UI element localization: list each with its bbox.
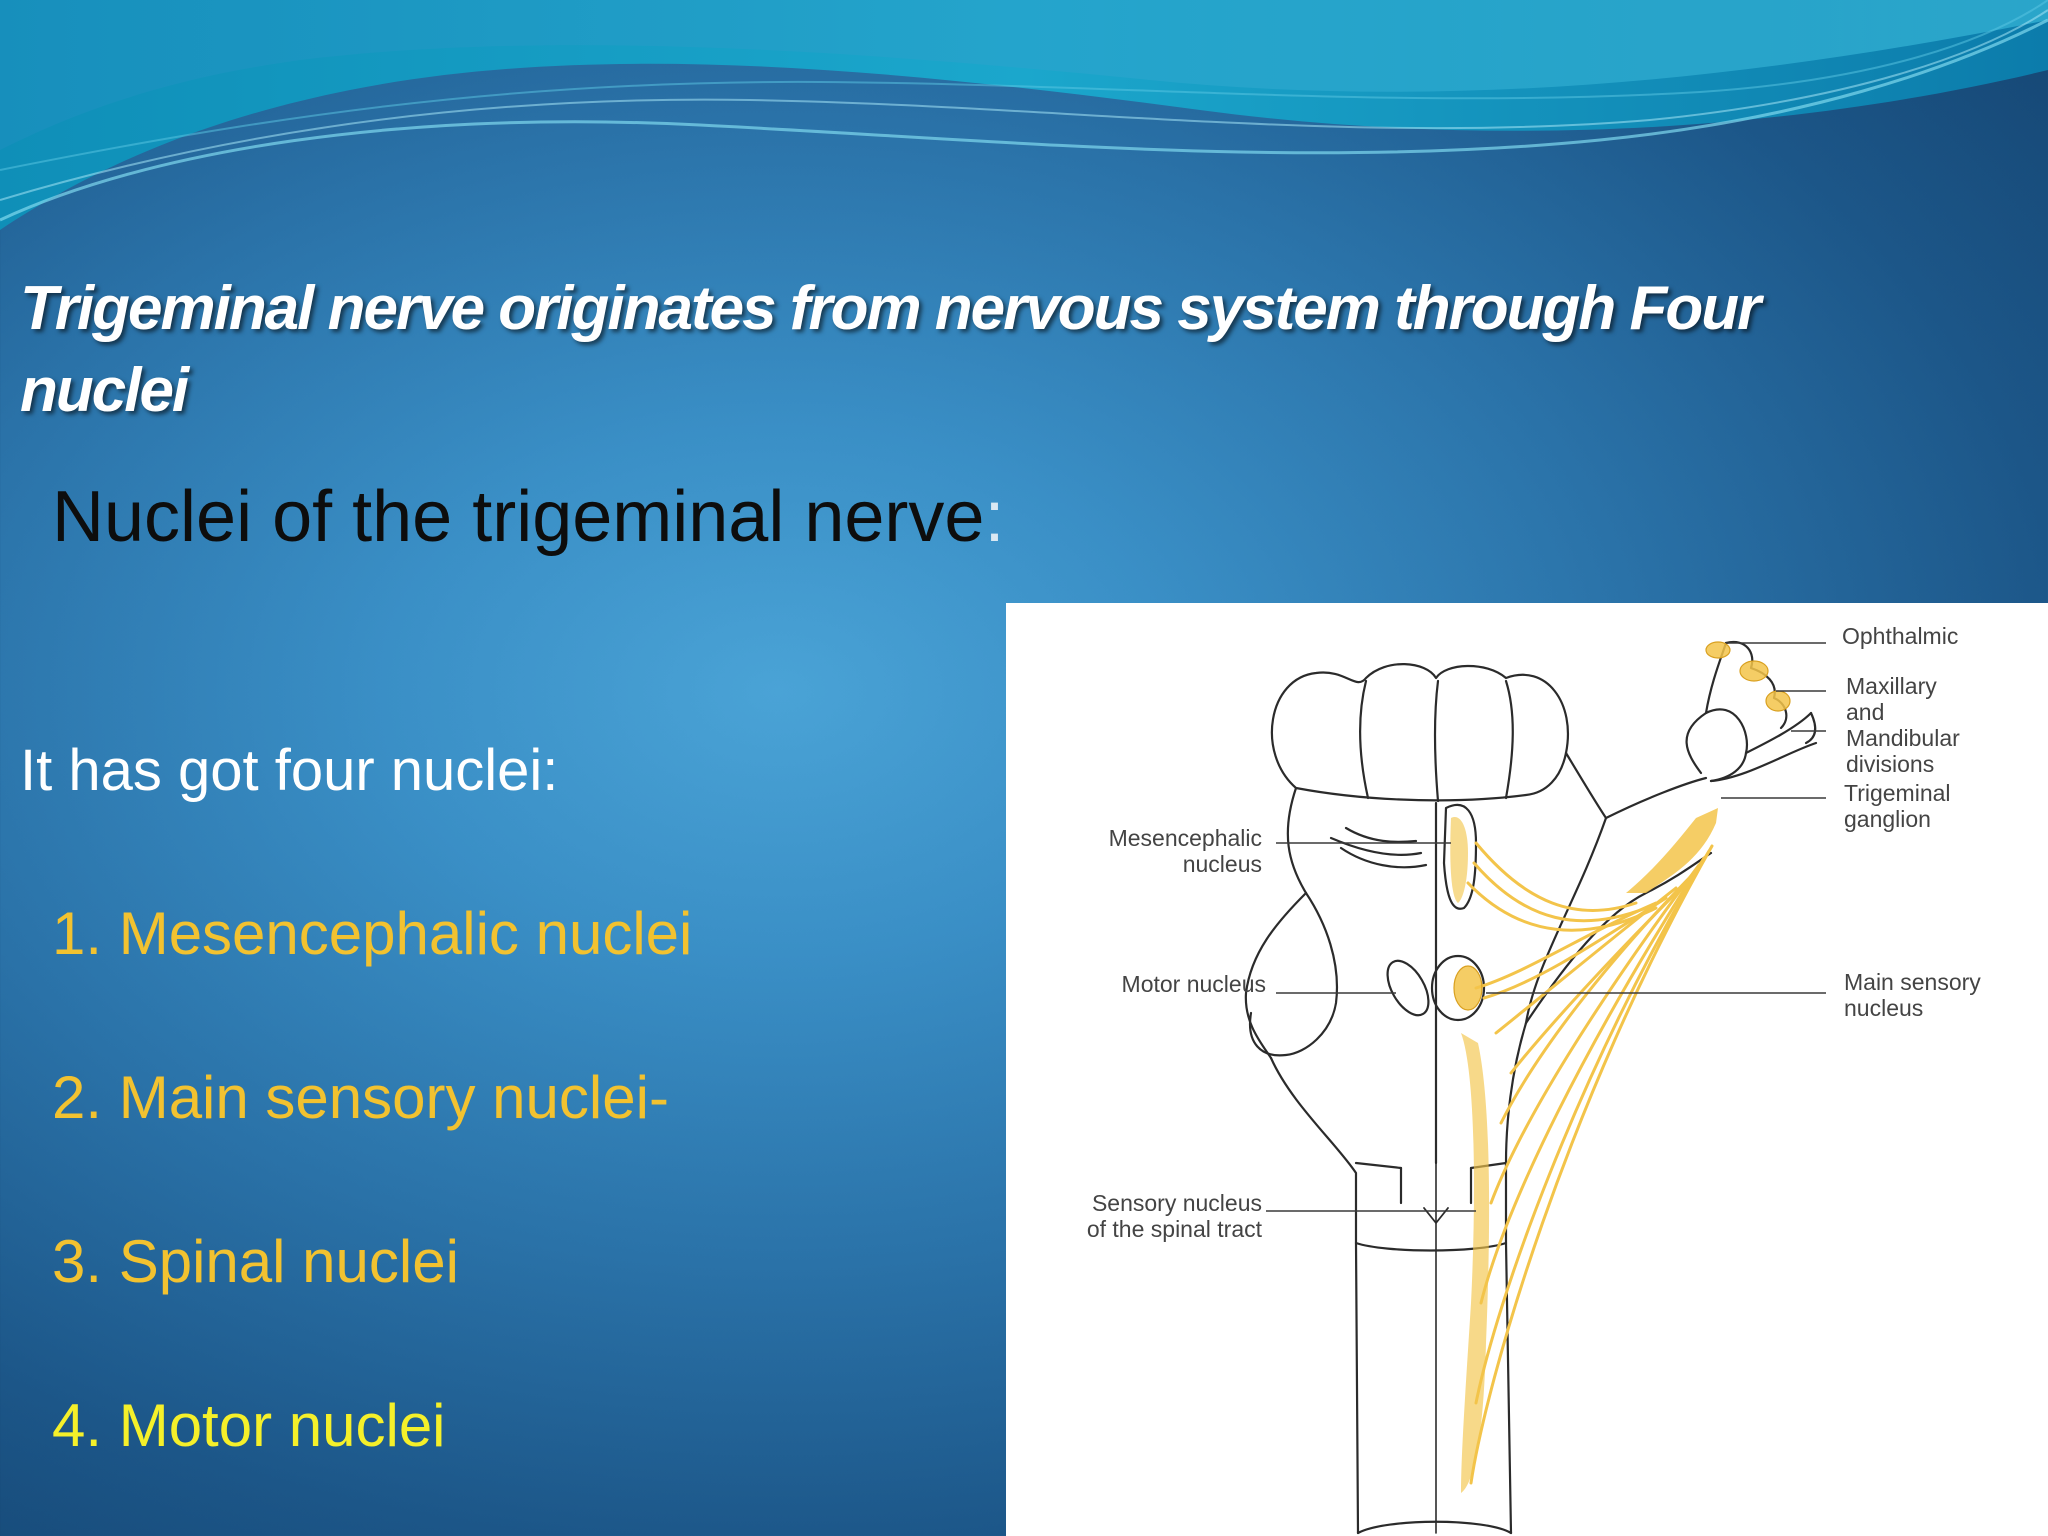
label-mesencephalic-nucleus: Mesencephalic nucleus xyxy=(1108,825,1262,877)
label-ophthalmic: Ophthalmic xyxy=(1842,623,1959,649)
label-main-sensory-nucleus: Main sensory nucleus xyxy=(1844,969,1981,1021)
nuclei-list: 1. Mesencephalic nuclei 2. Main sensory … xyxy=(52,895,692,1536)
brainstem-drawing xyxy=(1244,640,1826,1535)
brainstem-diagram: Ophthalmic Maxillary and Mandibular divi… xyxy=(1006,603,2048,1536)
section-heading: Nuclei of the trigeminal nerve: xyxy=(52,472,1004,562)
label-sensory-nucleus-spinal-tract: Sensory nucleus of the spinal tract xyxy=(1086,1190,1262,1242)
section-heading-colon: : xyxy=(984,477,1005,557)
label-maxillary-mandibular: Maxillary and Mandibular divisions xyxy=(1846,673,1960,777)
list-item: 2. Main sensory nuclei- xyxy=(52,1064,669,1131)
list-item: 3. Spinal nuclei xyxy=(52,1228,459,1295)
label-trigeminal-ganglion: Trigeminal ganglion xyxy=(1844,780,1951,832)
list-item: 4. Motor nuclei xyxy=(52,1392,446,1459)
intro-text: It has got four nuclei: xyxy=(20,738,559,803)
label-motor-nucleus: Motor nucleus xyxy=(1121,971,1266,997)
section-heading-text: Nuclei of the trigeminal nerve xyxy=(52,477,985,557)
list-item: 1. Mesencephalic nuclei xyxy=(52,900,693,967)
decorative-wave-banner xyxy=(0,0,2048,230)
slide-title: Trigeminal nerve originates from nervous… xyxy=(20,274,1761,425)
